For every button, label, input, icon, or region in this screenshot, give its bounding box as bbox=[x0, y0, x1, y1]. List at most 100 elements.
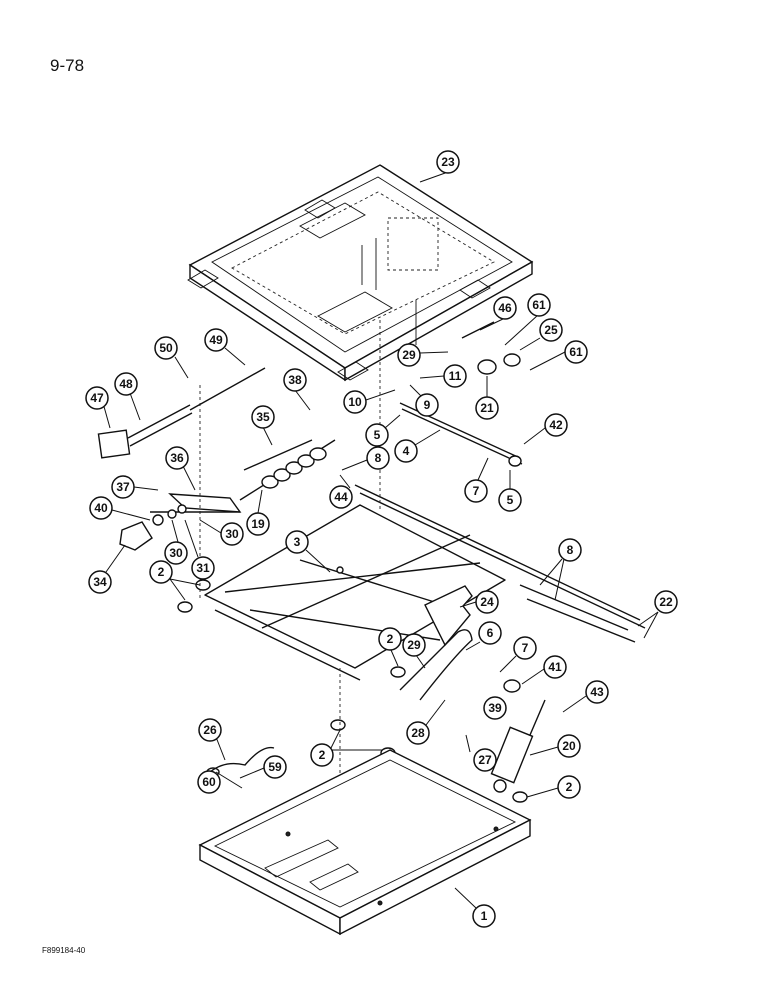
rods-and-bolts bbox=[97, 321, 636, 643]
svg-text:30: 30 bbox=[225, 527, 239, 541]
callout-2-d: 2 bbox=[557, 775, 581, 799]
svg-text:5: 5 bbox=[507, 493, 514, 507]
svg-text:29: 29 bbox=[402, 348, 416, 362]
callout-6: 6 bbox=[478, 621, 502, 645]
callout-43: 43 bbox=[585, 680, 609, 704]
release-lever bbox=[399, 629, 473, 701]
svg-text:28: 28 bbox=[411, 726, 425, 740]
svg-text:7: 7 bbox=[522, 641, 529, 655]
svg-text:20: 20 bbox=[562, 739, 576, 753]
svg-text:7: 7 bbox=[473, 484, 480, 498]
callout-29: 29 bbox=[397, 343, 421, 367]
callout-10: 10 bbox=[343, 390, 367, 414]
callout-42: 42 bbox=[544, 413, 568, 437]
svg-text:8: 8 bbox=[375, 451, 382, 465]
cam-plate bbox=[424, 585, 473, 647]
svg-text:2: 2 bbox=[319, 748, 326, 762]
svg-text:37: 37 bbox=[116, 480, 130, 494]
svg-text:24: 24 bbox=[480, 595, 494, 609]
callout-39: 39 bbox=[483, 696, 507, 720]
svg-text:44: 44 bbox=[334, 490, 348, 504]
svg-text:29: 29 bbox=[407, 638, 421, 652]
callout-61: 61 bbox=[527, 293, 551, 317]
callout-50: 50 bbox=[154, 336, 178, 360]
svg-text:49: 49 bbox=[209, 333, 223, 347]
callout-41: 41 bbox=[543, 655, 567, 679]
callout-3: 3 bbox=[285, 530, 309, 554]
svg-text:46: 46 bbox=[498, 301, 512, 315]
callout-61-b: 61 bbox=[564, 340, 588, 364]
callout-49: 49 bbox=[204, 328, 228, 352]
svg-text:61: 61 bbox=[569, 345, 583, 359]
callout-59: 59 bbox=[263, 755, 287, 779]
svg-text:2: 2 bbox=[566, 780, 573, 794]
adjuster-knob bbox=[119, 493, 242, 551]
svg-text:22: 22 bbox=[659, 595, 673, 609]
svg-text:1: 1 bbox=[481, 909, 488, 923]
svg-text:30: 30 bbox=[169, 546, 183, 560]
callout-38: 38 bbox=[283, 368, 307, 392]
svg-text:2: 2 bbox=[387, 632, 394, 646]
svg-text:50: 50 bbox=[159, 341, 173, 355]
svg-text:31: 31 bbox=[196, 561, 210, 575]
callout-5: 5 bbox=[365, 423, 389, 447]
callout-8-b: 8 bbox=[558, 538, 582, 562]
callout-7-b: 7 bbox=[513, 636, 537, 660]
callout-34: 34 bbox=[88, 570, 112, 594]
callout-11: 11 bbox=[443, 364, 467, 388]
svg-text:8: 8 bbox=[567, 543, 574, 557]
shock-absorber bbox=[490, 699, 546, 793]
scissor-linkage bbox=[204, 484, 646, 681]
callout-2-c: 2 bbox=[310, 743, 334, 767]
svg-text:60: 60 bbox=[202, 775, 216, 789]
top-seat-frame bbox=[187, 164, 534, 382]
callout-9: 9 bbox=[415, 393, 439, 417]
svg-text:3: 3 bbox=[294, 535, 301, 549]
callout-46: 46 bbox=[493, 296, 517, 320]
bottom-base-plate bbox=[198, 749, 532, 936]
svg-text:38: 38 bbox=[288, 373, 302, 387]
page-number: 9-78 bbox=[50, 56, 85, 75]
callout-25: 25 bbox=[539, 318, 563, 342]
svg-text:61: 61 bbox=[532, 298, 546, 312]
callout-35: 35 bbox=[251, 405, 275, 429]
svg-text:19: 19 bbox=[251, 517, 265, 531]
callout-19: 19 bbox=[246, 512, 270, 536]
callout-5-b: 5 bbox=[498, 488, 522, 512]
callout-26: 26 bbox=[198, 718, 222, 742]
callout-2: 2 bbox=[149, 560, 173, 584]
callout-4: 4 bbox=[394, 439, 418, 463]
svg-text:35: 35 bbox=[256, 410, 270, 424]
alignment-lines bbox=[199, 320, 381, 860]
svg-text:25: 25 bbox=[544, 323, 558, 337]
svg-text:41: 41 bbox=[548, 660, 562, 674]
svg-text:47: 47 bbox=[90, 391, 104, 405]
callout-23: 23 bbox=[436, 150, 460, 174]
suspension-spring bbox=[243, 439, 327, 489]
callout-21: 21 bbox=[475, 396, 499, 420]
svg-text:10: 10 bbox=[348, 395, 362, 409]
svg-text:21: 21 bbox=[480, 401, 494, 415]
callout-44: 44 bbox=[329, 485, 353, 509]
svg-text:23: 23 bbox=[441, 155, 455, 169]
svg-text:36: 36 bbox=[170, 451, 184, 465]
callout-28: 28 bbox=[406, 721, 430, 745]
callout-24: 24 bbox=[475, 590, 499, 614]
callout-7: 7 bbox=[464, 479, 488, 503]
wire-clip bbox=[206, 746, 275, 777]
callout-30: 30 bbox=[220, 522, 244, 546]
svg-text:40: 40 bbox=[94, 501, 108, 515]
callout-20: 20 bbox=[557, 734, 581, 758]
callout-1: 1 bbox=[472, 904, 496, 928]
svg-text:9: 9 bbox=[424, 398, 431, 412]
svg-text:27: 27 bbox=[478, 753, 492, 767]
callout-27: 27 bbox=[473, 748, 497, 772]
svg-text:59: 59 bbox=[268, 760, 282, 774]
svg-text:11: 11 bbox=[449, 369, 462, 383]
callout-30-b: 30 bbox=[164, 541, 188, 565]
callout-40: 40 bbox=[89, 496, 113, 520]
callout-8: 8 bbox=[366, 446, 390, 470]
svg-text:4: 4 bbox=[403, 444, 410, 458]
svg-text:39: 39 bbox=[488, 701, 502, 715]
